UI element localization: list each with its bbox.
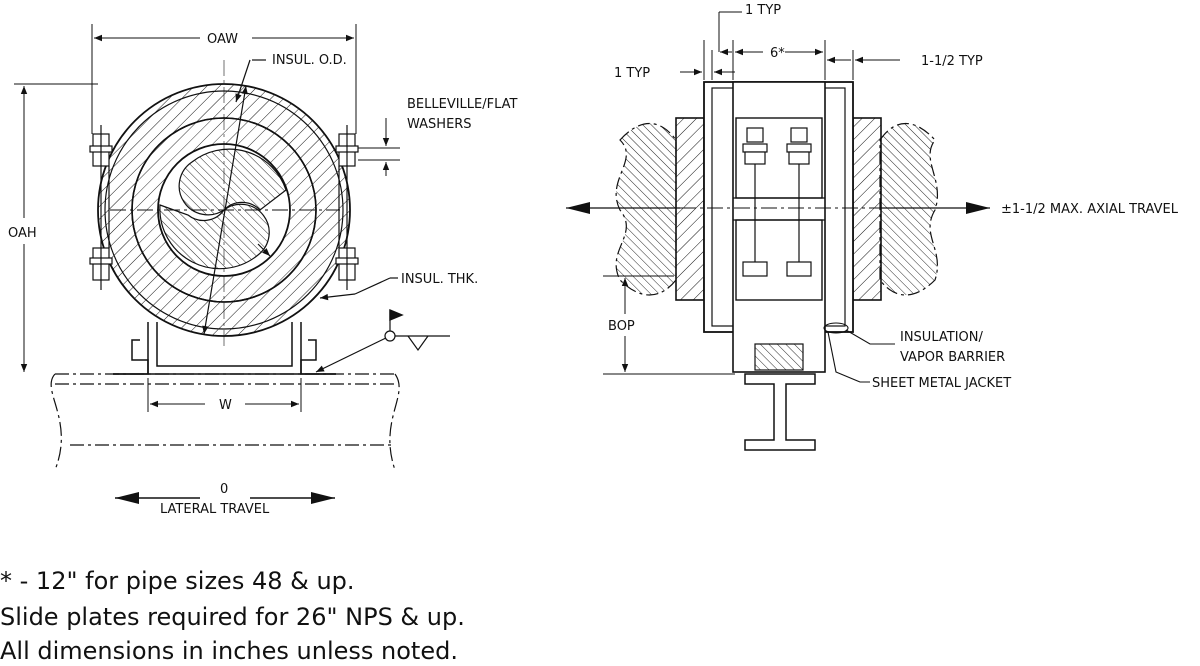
label-six: 6*: [770, 46, 785, 61]
label-oah: OAH: [8, 226, 37, 241]
label-lateral-value: 0: [220, 482, 228, 497]
label-insul-od: INSUL. O.D.: [272, 53, 347, 68]
label-one-typ-top: 1 TYP: [745, 3, 781, 18]
note-line-1: * - 12" for pipe sizes 48 & up.: [0, 567, 355, 595]
note-line-3: All dimensions in inches unless noted.: [0, 637, 458, 665]
left-elevation-view: [14, 24, 450, 504]
dimension-labels: OAW OAH INSUL. O.D. BELLEVILLE/FLAT WASH…: [8, 3, 1179, 517]
clamp-bolt-right: [335, 125, 359, 290]
pipe-shoe: [113, 322, 336, 375]
support-beam-left: [50, 373, 400, 471]
label-bop: BOP: [608, 319, 635, 334]
pipe-end-right: [879, 123, 938, 296]
label-one-half-typ: 1-1/2 TYP: [921, 54, 983, 69]
label-oaw: OAW: [207, 32, 238, 47]
label-w: W: [219, 398, 232, 413]
clamp-bolts-side: [742, 127, 812, 277]
clamp-bolt-left: [89, 125, 113, 290]
label-insulation-1: INSULATION/: [900, 330, 983, 345]
label-one-typ-left: 1 TYP: [614, 66, 650, 81]
pipe-end-left: [615, 123, 677, 296]
note-line-2: Slide plates required for 26" NPS & up.: [0, 603, 465, 631]
label-lateral-travel: LATERAL TRAVEL: [160, 502, 270, 517]
label-insul-thk: INSUL. THK.: [401, 272, 478, 287]
label-axial-travel: ±1-1/2 MAX. AXIAL TRAVEL: [1001, 202, 1179, 217]
label-washers-1: BELLEVILLE/FLAT: [407, 97, 518, 112]
right-side-view: [566, 11, 990, 451]
label-washers-2: WASHERS: [407, 117, 472, 132]
label-insulation-2: VAPOR BARRIER: [900, 350, 1005, 365]
label-sheet-metal: SHEET METAL JACKET: [872, 376, 1011, 391]
